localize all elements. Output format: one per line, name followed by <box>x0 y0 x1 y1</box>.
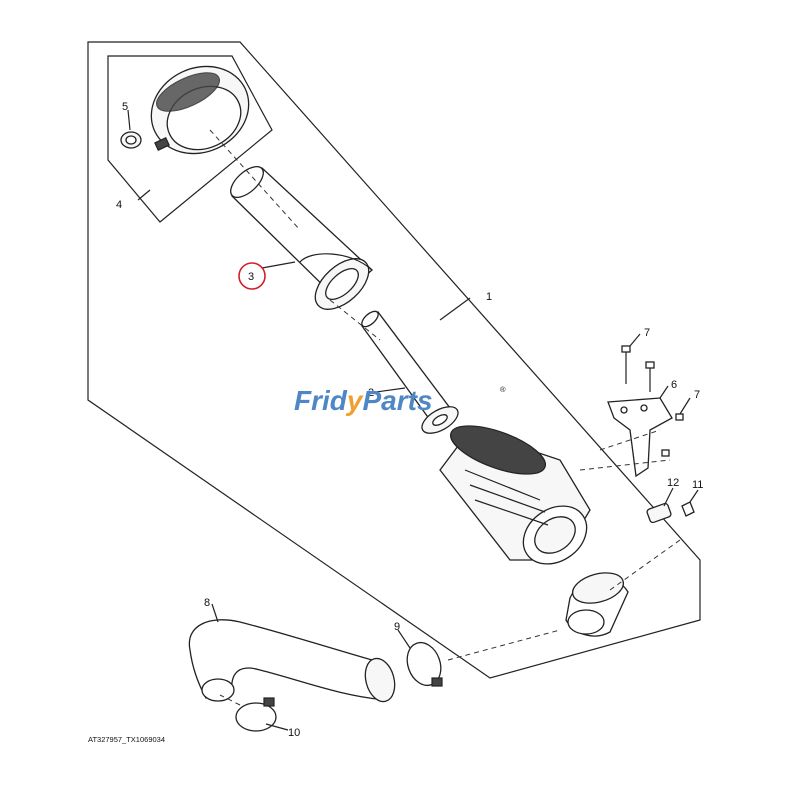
housing-cover <box>150 65 250 155</box>
svg-text:®: ® <box>500 385 506 394</box>
assembly-outline <box>87 41 701 679</box>
callout-1: 1 <box>486 291 492 303</box>
watermark-logo: FridyParts ® <box>294 385 506 416</box>
callout-10: 10 <box>288 727 300 739</box>
callout-7-top: 7 <box>644 327 650 339</box>
callout-4: 4 <box>116 199 122 211</box>
callout-3: 3 <box>248 271 254 283</box>
highlight-circle <box>238 262 266 290</box>
secondary-filter-element <box>361 310 459 434</box>
mounting-bracket <box>607 397 673 478</box>
callout-2: 2 <box>368 387 374 399</box>
reference-code: AT327957_TX1069034 <box>88 735 165 744</box>
callout-5: 5 <box>122 101 128 113</box>
restriction-sensor <box>646 502 672 524</box>
hose-clamp-upper <box>406 641 443 687</box>
primary-filter-element <box>230 166 373 310</box>
small-ring <box>120 131 142 149</box>
hose-clamp-lower <box>235 697 277 732</box>
callout-8: 8 <box>204 597 210 609</box>
bolts <box>621 345 684 457</box>
svg-text:FridyParts: FridyParts <box>294 385 433 416</box>
callout-6: 6 <box>671 379 677 391</box>
intake-hose <box>188 619 396 703</box>
inset-box <box>107 55 273 223</box>
callout-12: 12 <box>667 477 679 489</box>
outlet-elbow <box>565 572 629 637</box>
callout-7-right: 7 <box>694 389 700 401</box>
callout-11: 11 <box>692 479 703 491</box>
callout-9: 9 <box>394 621 400 633</box>
air-cleaner-housing <box>439 425 591 565</box>
fitting <box>681 501 695 517</box>
